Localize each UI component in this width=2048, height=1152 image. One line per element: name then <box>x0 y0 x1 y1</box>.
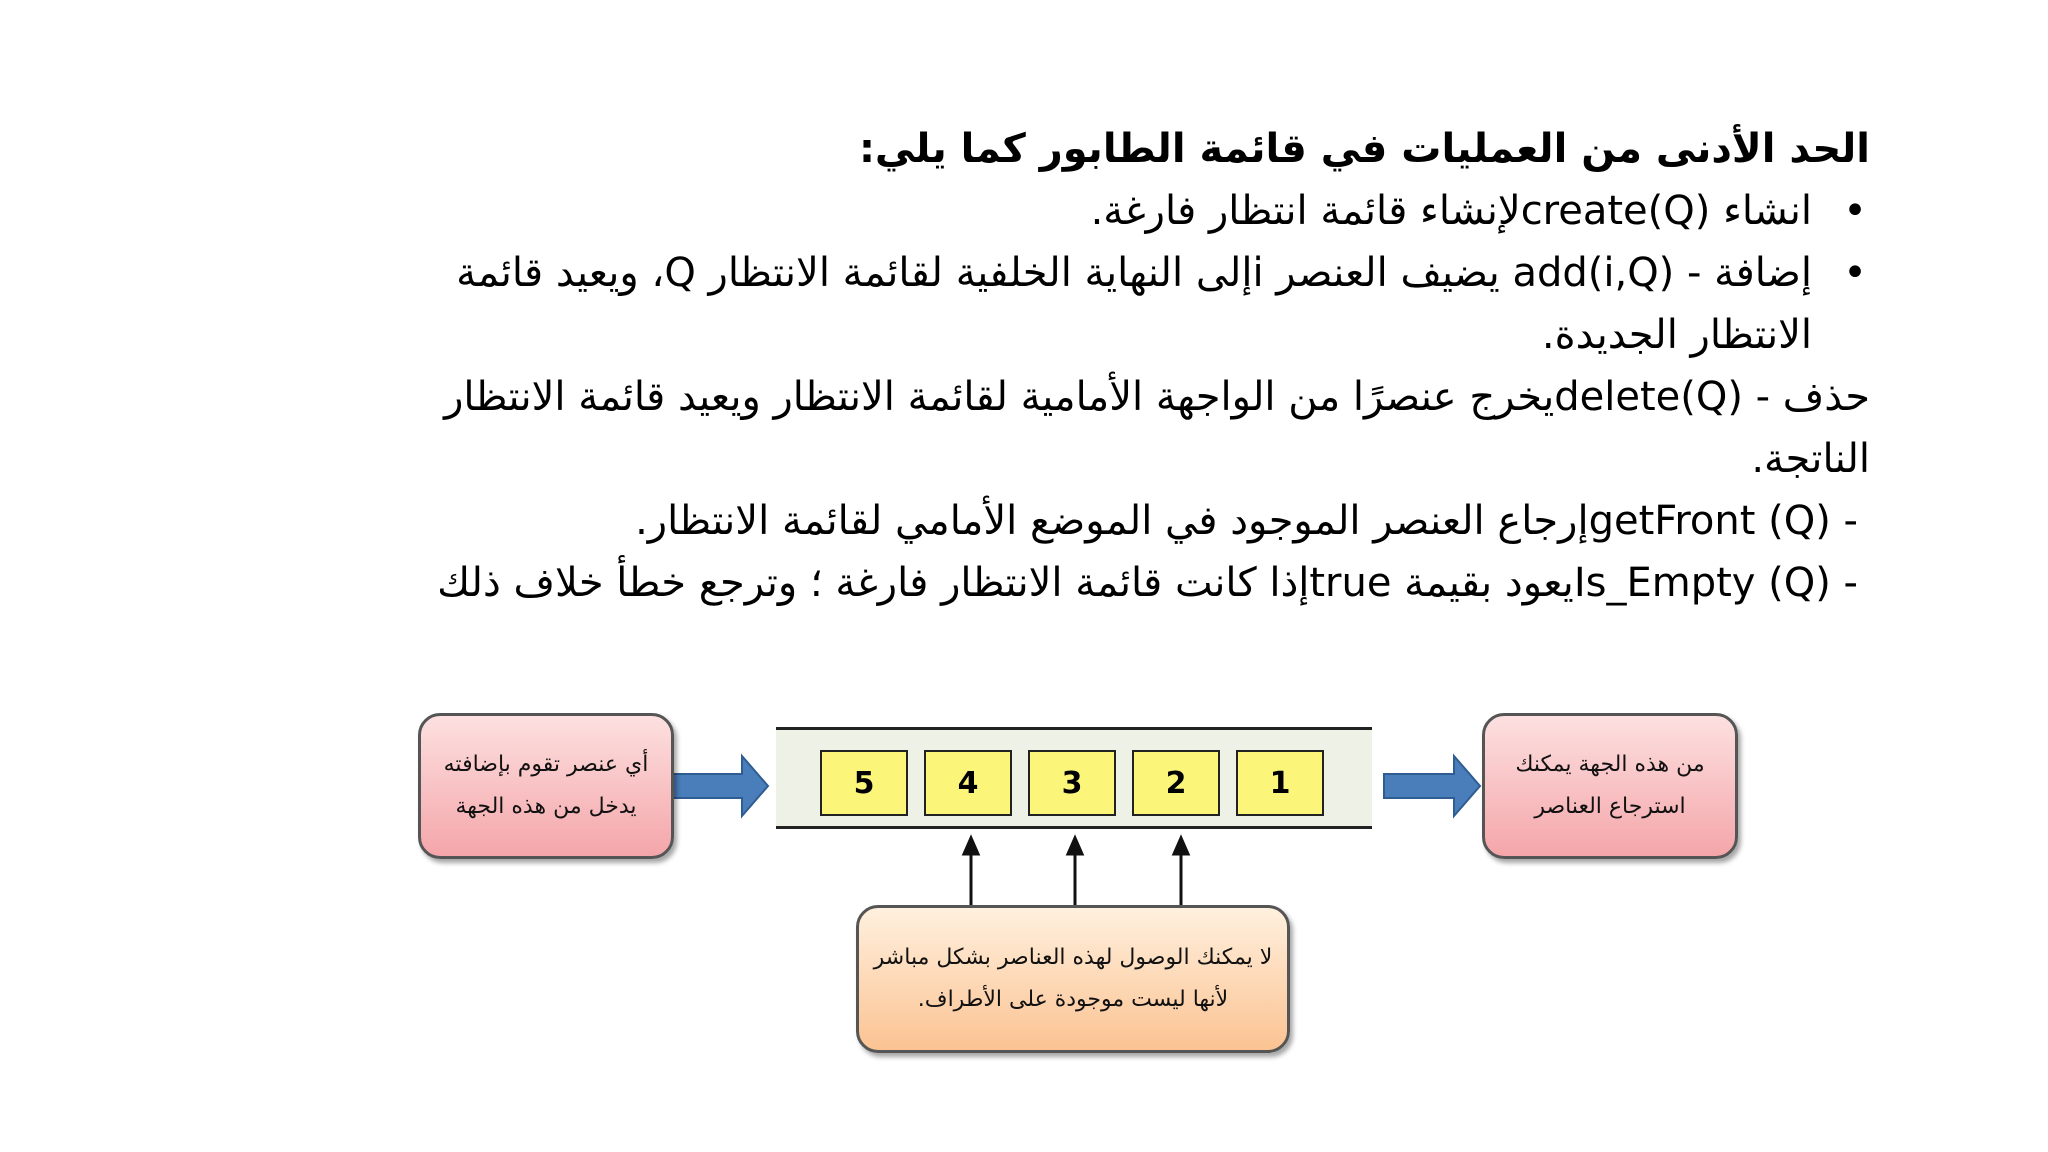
operation-add-continuation: الانتظار الجديدة. <box>1541 312 1812 358</box>
enqueue-arrow-icon <box>669 753 770 819</box>
queue-cell: 4 <box>924 750 1012 816</box>
operation-delete-continuation: الناتجة. <box>1751 436 1870 482</box>
queue-cell: 3 <box>1028 750 1116 816</box>
slide-heading: الحد الأدنى من العمليات في قائمة الطابور… <box>858 126 1870 172</box>
operation-add: • إضافة - add(i,Q) يضيف العنصر iإلى النه… <box>340 242 1870 304</box>
pointer-arrowhead-2 <box>1065 834 1085 856</box>
operation-create: • انشاء create(Q)لإنشاء قائمة انتظار فار… <box>340 180 1870 242</box>
middle-access-info-box: لا يمكنك الوصول لهذه العناصر بشكل مباشر … <box>856 905 1290 1053</box>
queue-cell: 5 <box>820 750 908 816</box>
slide-text: الحد الأدنى من العمليات في قائمة الطابور… <box>340 118 1870 614</box>
operation-create-text: انشاء create(Q)لإنشاء قائمة انتظار فارغة… <box>1090 188 1812 234</box>
dequeue-info-line-1: من هذه الجهة يمكنك <box>1515 752 1705 777</box>
pointer-arrowhead-3 <box>1171 834 1191 856</box>
pointer-arrowhead-1 <box>961 834 981 856</box>
dequeue-info-box: من هذه الجهة يمكنك استرجاع العناصر <box>1482 713 1738 859</box>
bullet-icon: • <box>1843 250 1867 296</box>
operation-delete: حذف - delete(Q)يخرج عنصرًا من الواجهة ال… <box>444 374 1870 420</box>
operation-getfront: - getFront (Q)إرجاع العنصر الموجود في ال… <box>635 498 1858 544</box>
enqueue-info-box: أي عنصر تقوم بإضافته يدخل من هذه الجهة <box>418 713 674 859</box>
enqueue-info-line-2: يدخل من هذه الجهة <box>455 794 637 819</box>
enqueue-info-line-1: أي عنصر تقوم بإضافته <box>443 752 649 777</box>
queue-strip: 5 4 3 2 1 <box>776 727 1372 829</box>
operation-add-text: إضافة - add(i,Q) يضيف العنصر iإلى النهاي… <box>456 250 1812 296</box>
queue-cell: 1 <box>1236 750 1324 816</box>
dequeue-arrow-icon <box>1383 753 1482 819</box>
bullet-icon: • <box>1843 188 1867 234</box>
dequeue-info-line-2: استرجاع العناصر <box>1534 794 1686 819</box>
queue-cell: 2 <box>1132 750 1220 816</box>
operation-isempty: - Is_Empty (Q)يعود بقيمة trueإذا كانت قا… <box>437 560 1858 606</box>
middle-access-info-line-1: لا يمكنك الوصول لهذه العناصر بشكل مباشر <box>873 945 1273 970</box>
middle-access-info-line-2: لأنها ليست موجودة على الأطراف. <box>917 987 1229 1012</box>
